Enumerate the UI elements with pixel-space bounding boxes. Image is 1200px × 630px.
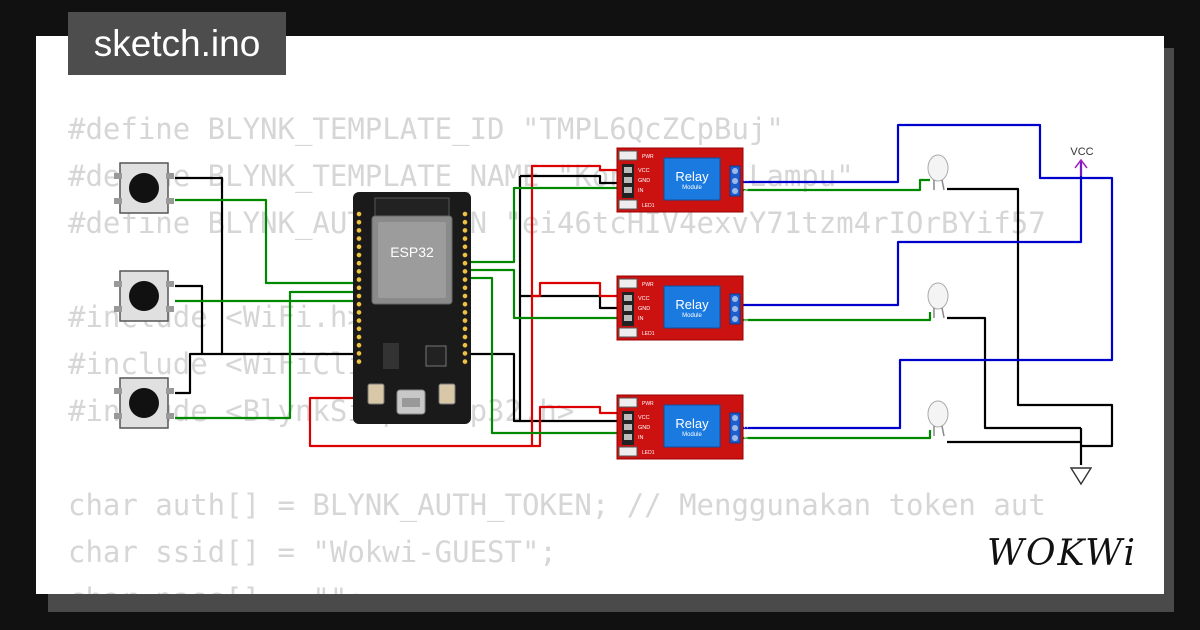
led[interactable] <box>927 282 949 319</box>
wokwi-logo: WOKWi <box>987 533 1137 574</box>
relay-sub-label: Module <box>682 432 702 438</box>
relay-led-label: LED1 <box>642 331 655 337</box>
code-line: char auth[] = BLYNK_AUTH_TOKEN; // Mengg… <box>68 488 1046 522</box>
relay-pin-label: GND <box>638 425 650 431</box>
relay-label: Relay <box>675 297 709 312</box>
vcc-label: VCC <box>1070 146 1093 158</box>
header-pins <box>356 211 468 365</box>
relay-output-label: NO <box>742 415 748 423</box>
file-title: sketch.ino <box>68 12 286 75</box>
vcc-symbol: VCC <box>1070 146 1094 176</box>
led[interactable] <box>927 400 949 437</box>
push-button[interactable] <box>114 377 174 429</box>
relay-pin-label: VCC <box>638 415 650 421</box>
relay-output-label: NC <box>742 316 748 324</box>
relay-pin-label: GND <box>638 178 650 184</box>
vcc-wires <box>740 123 1114 430</box>
relay-label: Relay <box>675 169 709 184</box>
relay-output-label: C <box>742 178 748 182</box>
relay-output-label: NO <box>742 168 748 176</box>
relay-output-label: NC <box>742 435 748 443</box>
led[interactable] <box>927 154 949 191</box>
esp32-board[interactable]: ESP32 <box>353 192 471 424</box>
relay-pin-label: VCC <box>638 168 650 174</box>
relay-pwr-label: PWR <box>642 154 654 160</box>
ground-symbol <box>1069 467 1093 486</box>
relay-sub-label: Module <box>682 185 702 191</box>
relay-output-label: NC <box>742 188 748 196</box>
push-button[interactable] <box>114 270 174 322</box>
code-line: #define BLYNK_TEMPLATE_ID "TMPL6QcZCpBuj… <box>68 112 784 146</box>
relay-pwr-label: PWR <box>642 282 654 288</box>
esp32-label: ESP32 <box>390 244 434 260</box>
relay-pwr-label: PWR <box>642 401 654 407</box>
relay-label: Relay <box>675 416 709 431</box>
relay-sub-label: Module <box>682 313 702 319</box>
relay-output-label: C <box>742 306 748 310</box>
wokwi-wordmark: WOKWi <box>987 533 1137 574</box>
relay-pin-label: IN <box>638 316 644 322</box>
power-wires <box>308 164 622 448</box>
relay-led-label: LED1 <box>642 203 655 209</box>
ground-wires <box>175 174 1114 465</box>
signal-wires <box>175 178 932 440</box>
relay-pin-label: VCC <box>638 296 650 302</box>
relay-led-label: LED1 <box>642 450 655 456</box>
relay-pin-label: IN <box>638 435 644 441</box>
code-line: char pass[] = ""; <box>68 576 1046 594</box>
relay-pin-label: GND <box>638 306 650 312</box>
relay-output-label: NO <box>742 296 748 304</box>
relay-pin-label: IN <box>638 188 644 194</box>
push-button[interactable] <box>114 162 174 214</box>
relay-output-label: C <box>742 425 748 429</box>
code-line: char ssid[] = "Wokwi-GUEST"; <box>68 535 557 569</box>
